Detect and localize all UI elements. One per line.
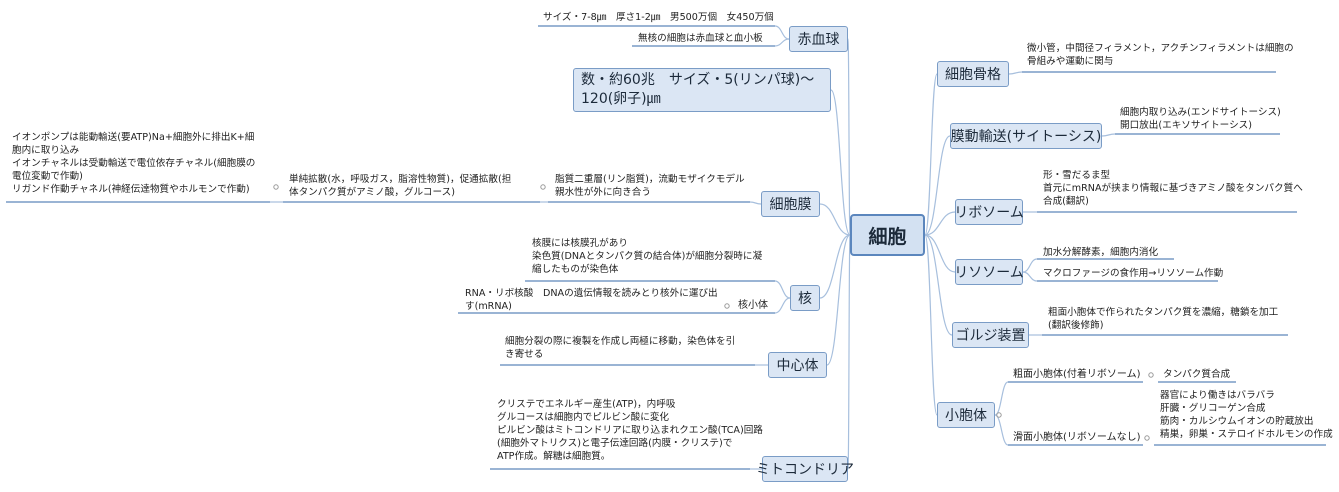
- link-cyto-leaf: [1008, 71, 1023, 75]
- topic-membrane-transport[interactable]: 膜動輸送(サイトーシス): [950, 123, 1102, 149]
- link-center-lysosome: [924, 234, 956, 273]
- link-mem-lipid: [749, 201, 762, 205]
- link-nucleus-info: [774, 280, 791, 299]
- link-center-centrosome: [826, 234, 851, 366]
- leaf-lysosome-enzyme: 加水分解酵素，細胞内消化: [1043, 247, 1159, 258]
- link-er-smooth: [994, 414, 1009, 446]
- link-lyso-leaf2: [1022, 271, 1038, 282]
- leaf-nucleus-info: 核膜には核膜孔があり染色質(DNAとタンパク質の結合体)が細胞分裂時に凝縮したも…: [532, 238, 763, 275]
- dot-rough: [1148, 372, 1154, 378]
- link-rbc-leaf2: [774, 38, 790, 47]
- topic-count-size[interactable]: 数・約60兆 サイズ・5(リンパ球)〜120(卵子)㎛: [573, 68, 831, 112]
- center-topic[interactable]: 細胞: [850, 214, 925, 256]
- link-nucleus-sub: [774, 297, 791, 314]
- topic-er[interactable]: 小胞体: [937, 402, 995, 428]
- subtopic-smooth-er[interactable]: 滑面小胞体(リボソームなし): [1013, 432, 1141, 443]
- leaf-centrosome: 細胞分裂の際に複製を作成し両極に移動，染色体を引き寄せる: [505, 336, 736, 360]
- link-transport-leaf: [1101, 133, 1116, 137]
- dot-diffusion: [273, 184, 279, 190]
- topic-golgi[interactable]: ゴルジ装置: [952, 322, 1029, 348]
- dot-membrane: [540, 184, 546, 190]
- link-er-rough: [994, 381, 1009, 416]
- leaf-mitochondria: クリステでエネルギー産生(ATP)，内呼吸グルコースは細胞内でピルビン酸に変化ピ…: [497, 399, 763, 462]
- link-rbc-leaf1: [774, 25, 790, 40]
- leaf-rna: RNA・リボ核酸 DNAの遺伝情報を読みとり核外に運び出す(mRNA): [465, 288, 718, 312]
- leaf-cytoskeleton: 微小管，中間径フィラメント，アクチンフィラメントは細胞の骨組みや運動に関与: [1027, 43, 1294, 67]
- topic-saibomaku[interactable]: 細胞膜: [761, 191, 820, 217]
- topic-cytoskeleton[interactable]: 細胞骨格: [937, 61, 1009, 87]
- leaf-rbc-anuclear: 無核の細胞は赤血球と血小板: [638, 33, 763, 44]
- leaf-rbc-size: サイズ・7-8㎛ 厚さ1-2㎛ 男500万個 女450万個: [543, 12, 774, 23]
- link-lyso-leaf1: [1022, 258, 1038, 273]
- dot-nucleolus: [724, 303, 730, 309]
- topic-lysosome[interactable]: リソソーム: [954, 259, 1024, 285]
- leaf-golgi: 粗面小胞体で作られたタンパク質を濃縮，糖鎖を加工(翻訳後修飾): [1048, 307, 1279, 331]
- topic-chushintai[interactable]: 中心体: [768, 352, 827, 378]
- leaf-cytosis: 細胞内取り込み(エンドサイトーシス)開口放出(エキソサイトーシス): [1120, 107, 1281, 131]
- leaf-ion-channels: イオンポンプは能動輸送(要ATP)Na+細胞外に排出K+細胞内に取り込みイオンチ…: [12, 132, 256, 195]
- topic-ribosome[interactable]: リボソーム: [954, 199, 1024, 225]
- link-center-golgi: [924, 234, 953, 336]
- subtopic-rough-er[interactable]: 粗面小胞体(付着リボソーム): [1013, 369, 1141, 380]
- leaf-lysosome-macrophage: マクロファージの食作用→リソソーム作動: [1043, 268, 1224, 279]
- link-center-mito: [847, 234, 851, 470]
- leaf-rough-er: タンパク質合成: [1163, 369, 1231, 380]
- leaf-ribosome: 形・雪だるま型首元にmRNAが挟まり情報に基づきアミノ酸をタンパク質へ合成(翻訳…: [1043, 170, 1303, 207]
- link-center-er: [924, 234, 938, 416]
- topic-sekkekkyu[interactable]: 赤血球: [789, 26, 848, 52]
- link-center-membrane: [819, 203, 851, 236]
- link-center-ribosome: [924, 211, 956, 236]
- topic-kaku[interactable]: 核: [790, 285, 820, 311]
- link-center-transport: [924, 135, 951, 236]
- leaf-smooth-er: 器官により働きはバラバラ肝臓・グリコーゲン合成筋肉・カルシウムイオンの貯蔵放出精…: [1160, 390, 1333, 440]
- dot-er: [996, 412, 1002, 418]
- link-center-nucleus: [819, 234, 851, 299]
- dot-smooth: [1144, 435, 1150, 441]
- leaf-diffusion: 単純拡散(水，呼吸ガス，脂溶性物質)，促通拡散(担体タンパク質がアミノ酸，グルコ…: [289, 174, 512, 198]
- link-center-rbc: [847, 38, 851, 236]
- link-center-cytoskeleton: [924, 73, 938, 236]
- subtopic-nucleolus[interactable]: 核小体: [738, 300, 768, 311]
- leaf-lipid-bilayer: 脂質二重層(リン脂質)，流動モザイクモデル親水性が外に向き合う: [555, 174, 745, 198]
- topic-mitochondria[interactable]: ミトコンドリア: [756, 456, 854, 482]
- link-center-count: [830, 89, 851, 236]
